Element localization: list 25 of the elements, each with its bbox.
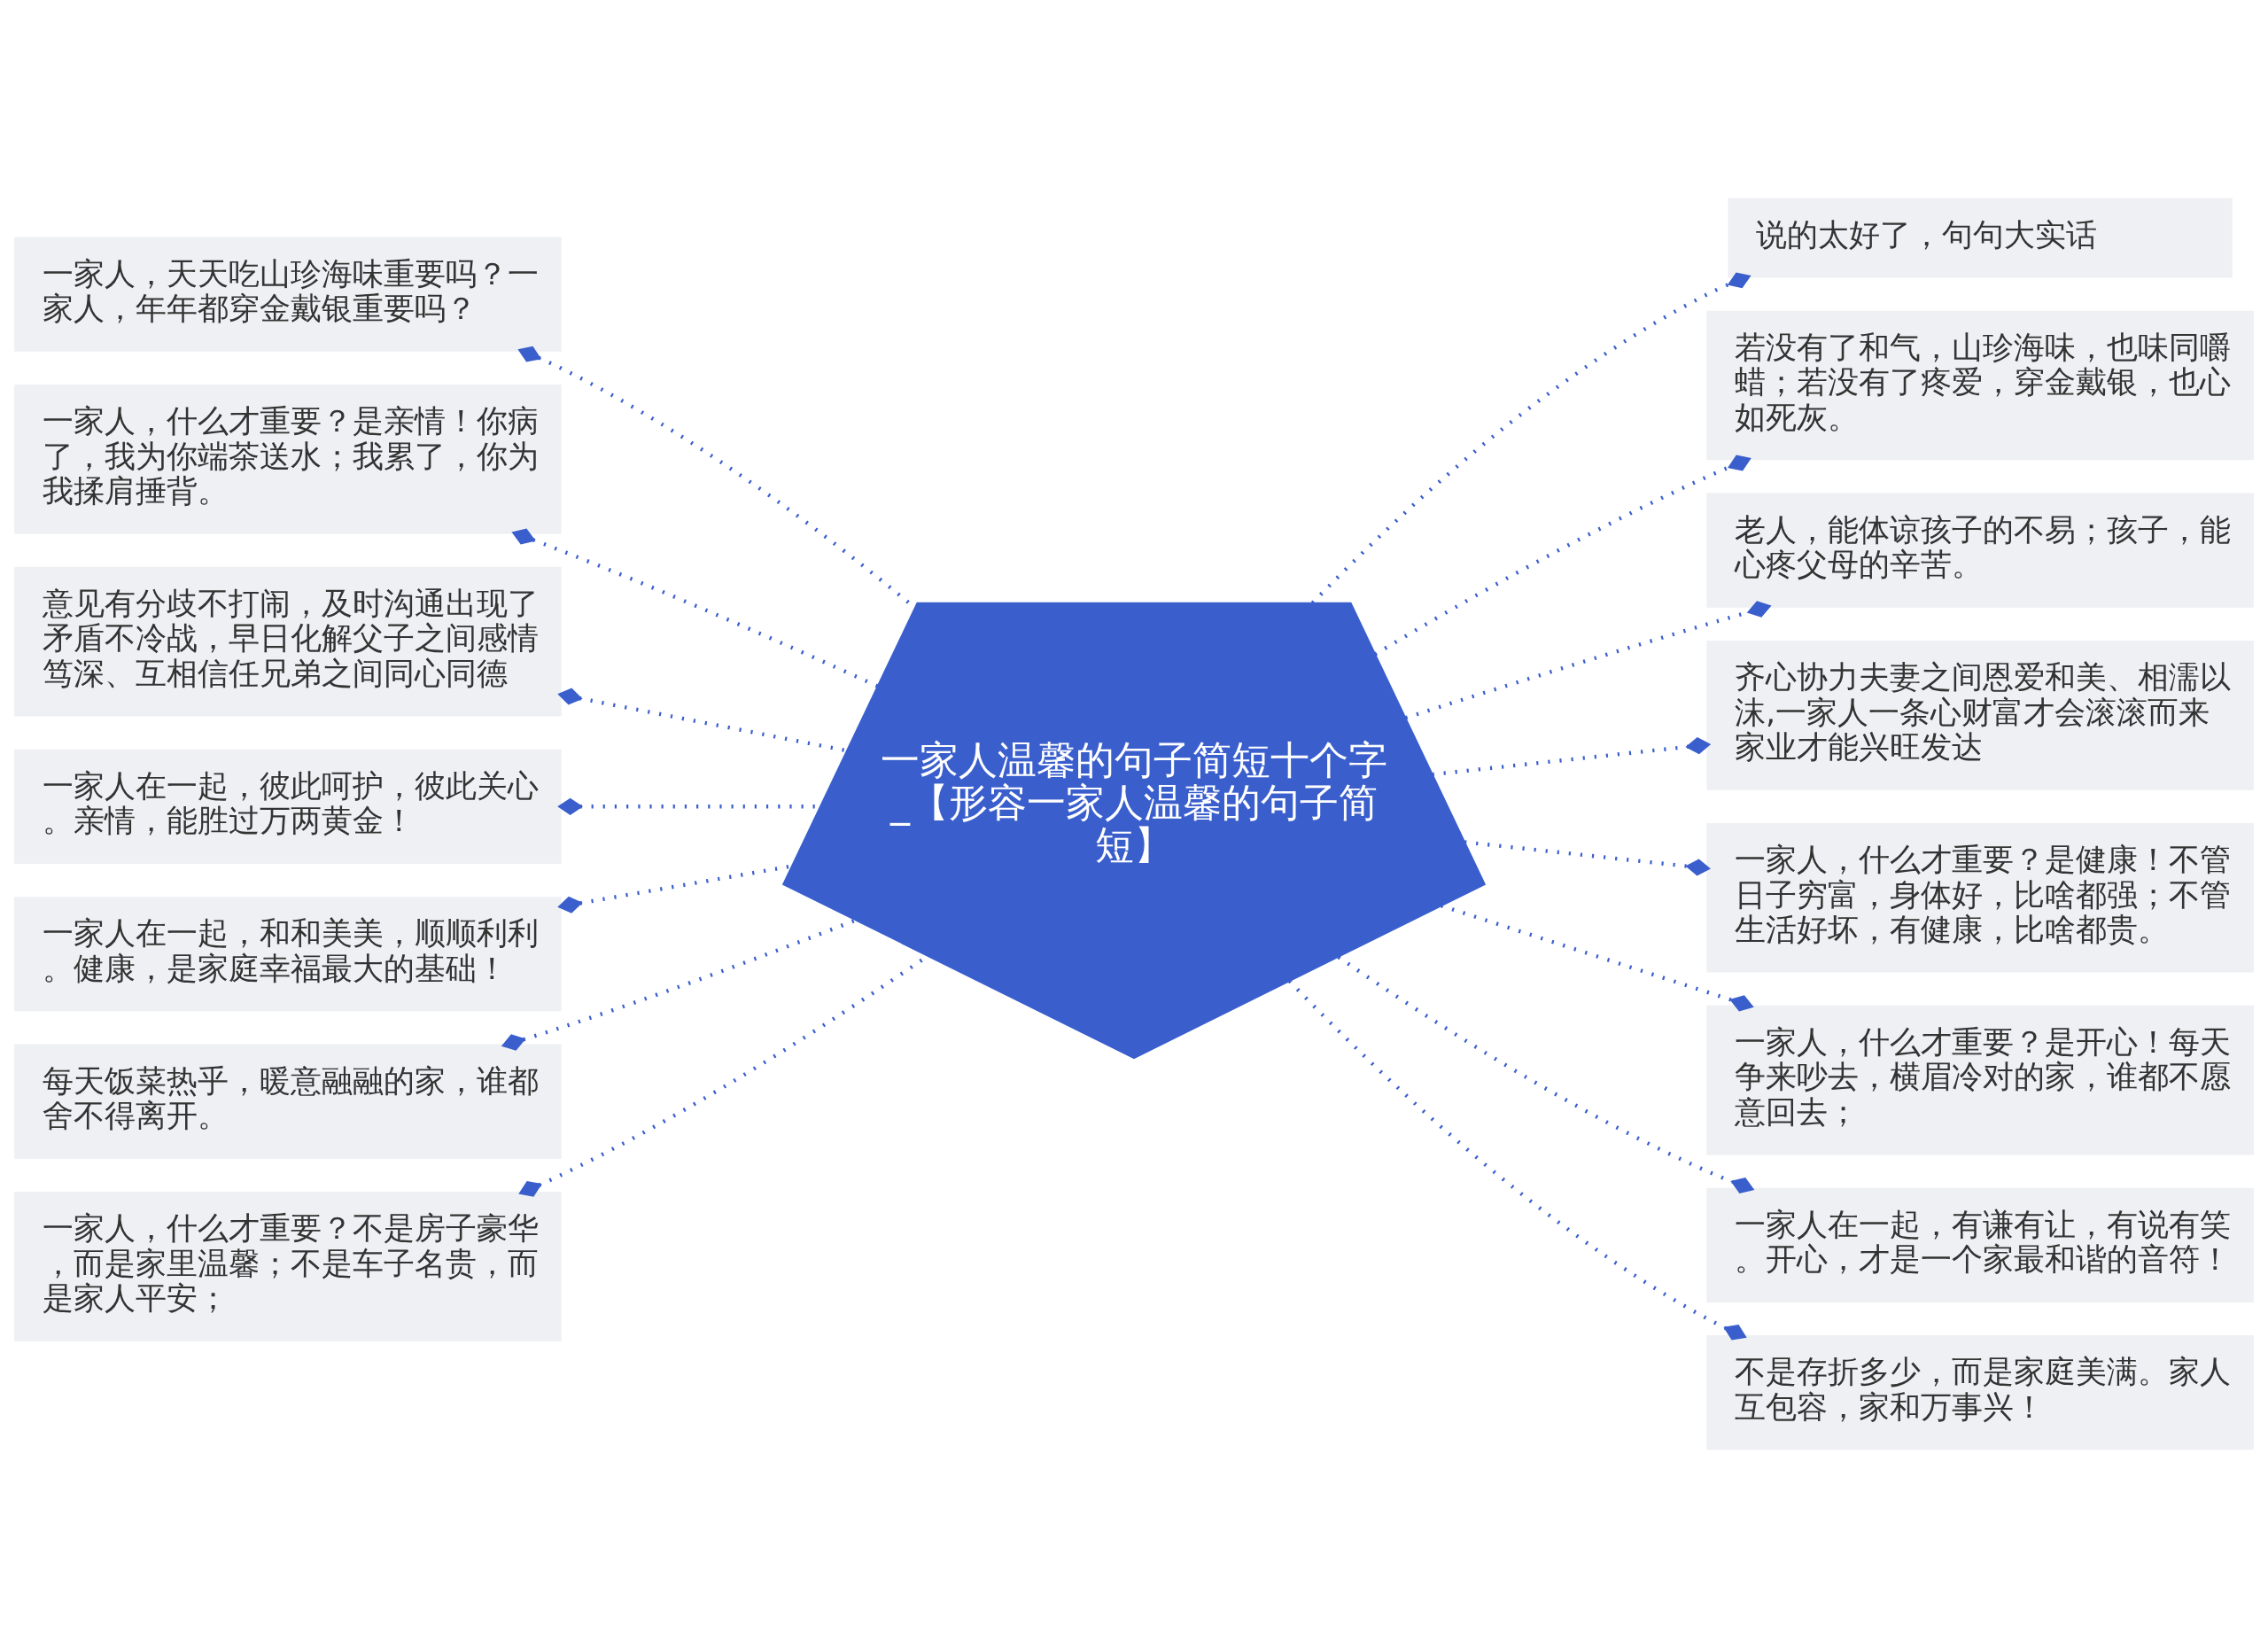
node-box: 一家人，什么才重要？是亲情！你病了，我为你端茶送水；我累了，你为我揉肩捶背。 — [14, 384, 562, 534]
node-box: 意见有分歧不打闹，及时沟通出现了矛盾不冷战，早日化解父子之间感情笃深、互相信任兄弟之间同心同德 — [14, 566, 562, 717]
node-box: 若没有了和气，山珍海味，也味同嚼蜡；若没有了疼爱，穿金戴银，也心如死灰。 — [1706, 310, 2254, 461]
connector — [511, 528, 879, 688]
node-box: 不是存折多少，而是家庭美满。家人互包容，家和万事兴！ — [1706, 1335, 2254, 1450]
node-box: 一家人，什么才重要？是开心！每天争来吵去，横眉冷对的家，谁都不愿意回去； — [1706, 1005, 2254, 1155]
connector — [1337, 955, 1755, 1194]
connector — [1404, 601, 1772, 720]
node-box: 一家人在一起，和和美美，顺顺利利。健康，是家庭幸福最大的基础！ — [14, 897, 562, 1012]
node-box: 老人，能体谅孩子的不易；孩子，能心疼父母的辛苦。 — [1706, 493, 2254, 608]
node-box: 一家人，什么才重要？是健康！不管日子穷富，身体好，比啥都强；不管生活好坏，有健康，比啥都贵。 — [1706, 822, 2254, 973]
node-box: 齐心协力夫妻之间恩爱和美、相濡以沫,一家人一条心财富才会滚滚而来家业才能兴旺发达 — [1706, 641, 2254, 790]
connector — [1287, 979, 1747, 1341]
node-box: 一家人在一起，有谦有让，有说有笑。开心，才是一个家最和谐的音符！ — [1706, 1187, 2254, 1302]
connector — [1374, 455, 1751, 657]
node-box: 一家人在一起，彼此呵护，彼此关心。亲情，能胜过万两黄金！ — [14, 749, 562, 864]
node-box: 一家人，什么才重要？不是房子豪华，而是家里温馨；不是车子名贵，而是家人平安； — [14, 1192, 562, 1341]
node-box: 说的太好了，句句大实话 — [1728, 198, 2233, 278]
node-box: 每天饭菜热乎，暖意融融的家，谁都舍不得离开。 — [14, 1044, 562, 1159]
connector — [1464, 840, 1711, 876]
connector — [1441, 904, 1754, 1012]
connector — [501, 918, 857, 1051]
node-box: 一家人，天天吃山珍海味重要吗？一家人，年年都穿金戴银重要吗？ — [14, 237, 562, 352]
connector — [1432, 737, 1712, 777]
connector — [1310, 272, 1751, 605]
